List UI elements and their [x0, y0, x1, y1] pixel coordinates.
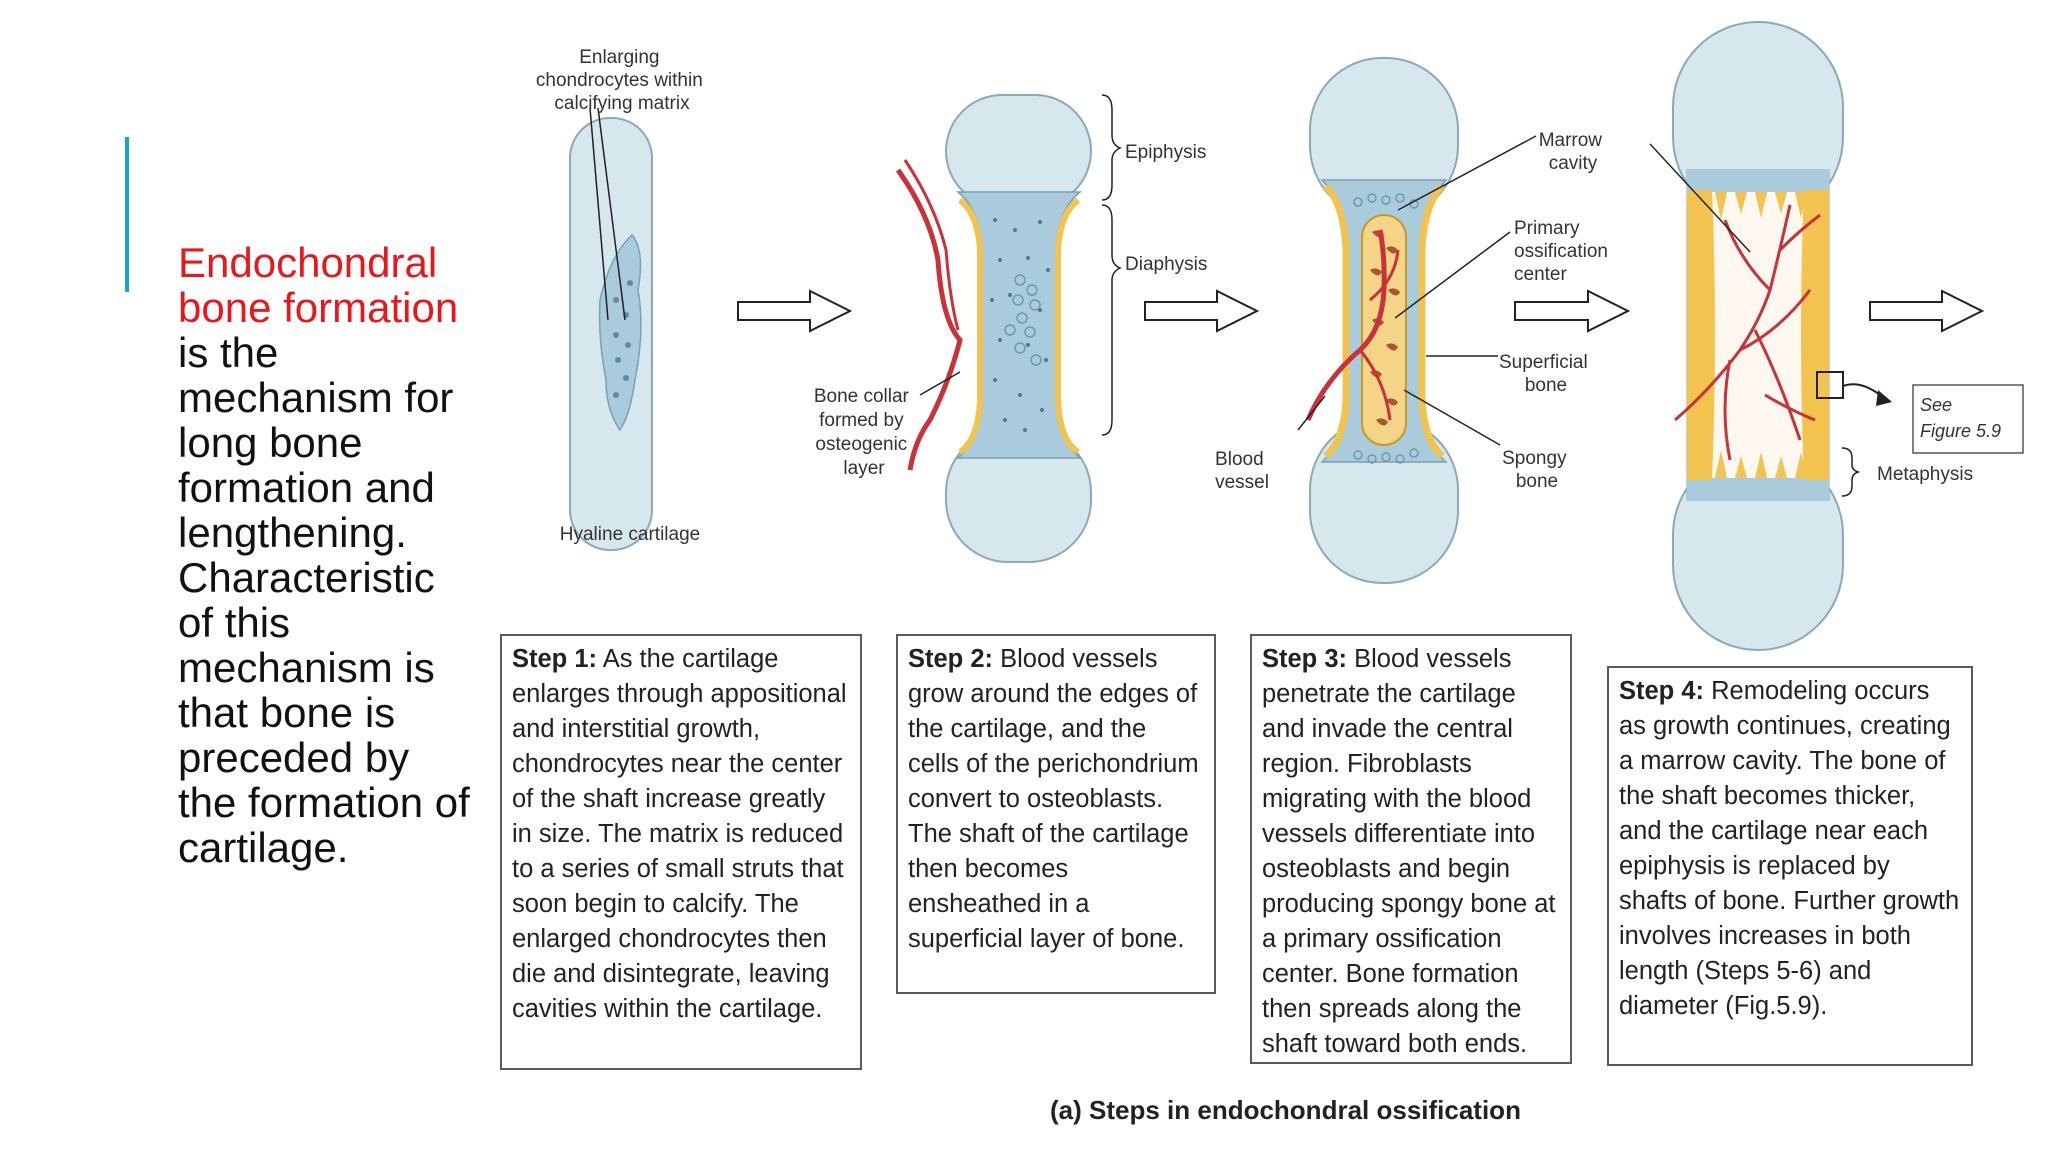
arrow-step3-4: [1514, 289, 1631, 333]
step1-title: Step 1:: [512, 645, 598, 673]
step3-bone: [1297, 57, 1537, 584]
step3-box: Step 3: Blood vessels penetrate the cart…: [1250, 634, 1572, 1064]
arrow-step1-2: [737, 289, 853, 333]
label-primary-ossification: Primary ossification center: [1514, 218, 1613, 285]
step2-bone: [895, 94, 1122, 563]
label-spongy-bone: Spongy bone: [1502, 448, 1572, 492]
step4-bone: [1649, 21, 2024, 651]
figure-caption: (a) Steps in endochondral ossification: [1050, 1095, 1521, 1125]
step2-text: Blood vessels grow around the edges of t…: [908, 645, 1199, 953]
step2-title: Step 2:: [908, 645, 994, 673]
label-diaphysis: Diaphysis: [1125, 254, 1207, 275]
step2-box: Step 2: Blood vessels grow around the ed…: [896, 634, 1216, 994]
step1-box: Step 1: As the cartilage enlarges throug…: [500, 634, 862, 1070]
step4-box: Step 4: Remodeling occurs as growth cont…: [1607, 666, 1973, 1066]
label-marrow-cavity: Marrow cavity: [1539, 130, 1608, 174]
slide-title-highlight: Endochondral bone formation: [178, 239, 459, 331]
step3-title: Step 3:: [1262, 645, 1348, 673]
label-metaphysis: Metaphysis: [1877, 464, 1973, 485]
label-blood-vessel: Blood vessel: [1215, 449, 1269, 493]
step4-text: Remodeling occurs as growth continues, c…: [1619, 677, 1960, 1020]
label-enlarging: Enlarging chondrocytes within calcifying…: [536, 47, 708, 114]
label-epiphysis: Epiphysis: [1125, 142, 1206, 163]
step4-title: Step 4:: [1619, 677, 1705, 705]
step3-text: Blood vessels penetrate the cartilage an…: [1262, 645, 1556, 1058]
arrow-step4-next: [1869, 289, 1985, 333]
label-hyaline: Hyaline cartilage: [560, 524, 700, 545]
accent-bar: [125, 137, 129, 292]
arrow-step2-3: [1144, 289, 1260, 333]
slide-body-text: Endochondral bone formation is the mecha…: [178, 240, 478, 870]
label-bone-collar: Bone collar formed by osteogenic layer: [814, 386, 914, 479]
label-see-figure: See Figure 5.9: [1920, 395, 2001, 441]
slide-body: is the mechanism for long bone formation…: [178, 329, 470, 871]
endochondral-diagram: Enlarging chondrocytes within calcifying…: [536, 21, 2024, 651]
step1-cartilage-model: [569, 107, 653, 551]
step1-text: As the cartilage enlarges through apposi…: [512, 645, 847, 1023]
label-superficial-bone: Superficial bone: [1499, 352, 1593, 396]
